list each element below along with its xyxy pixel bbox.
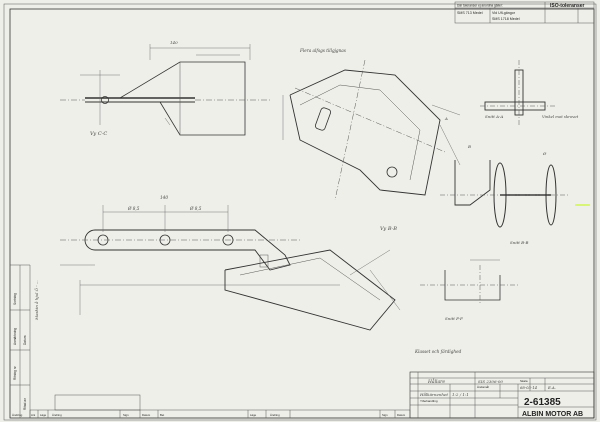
svg-text:A: A [444,116,448,121]
svg-text:B: B [467,144,471,149]
caption-2: Ytbehandling [420,399,438,403]
section-f-geometry [420,259,520,305]
left-strip-line: Ritning nr [13,365,17,380]
svg-text:Ø: Ø [542,151,547,156]
strip-label: Ant [31,413,35,417]
title-block: Ändamål Skala Ytbehandling [409,371,595,419]
left-strip: Sortning Anmärkning Ritning nr Datum Rit… [10,264,31,418]
strip-label: Läge [40,413,47,417]
revision-strip: Ant Läge Ändring Sign Datum Bet Läge Änd… [12,394,411,419]
dim-1: Ø 8,5 [127,206,140,211]
outer-border [3,3,597,421]
sheet-border [9,8,595,419]
note-3: Klasset och färdighed [414,349,462,354]
left-margin-note: Maskin å hjul Ö - ... [34,280,39,321]
hw-scale: 1:2 / 1:1 [452,392,469,397]
std-col-label: Vid Ufl-gängor [492,11,516,15]
svg-text:140: 140 [170,40,178,45]
section-a-geometry [480,60,555,125]
strip-label: Bet [160,413,164,417]
note-2: Vinkel mot skrovet [542,114,579,119]
section-a-label: Snitt A-A [485,114,503,119]
dim-3: 140 [160,195,168,200]
skala-label: Skala [520,379,528,383]
std-line-1: SMS 713 Medel [457,11,483,15]
view-a-label: Vy C-C [90,131,107,137]
std-line-2: SMS 1718 Medel [492,17,520,21]
view-b-geometry: A B [282,59,471,201]
strip-label: Sign [123,413,129,417]
hw-date: 68-03-14 [520,385,538,390]
view-b-label: Vy B-B [380,226,397,232]
plate-geometry [60,205,340,315]
hw-part-ref: SIS 2306-00 [478,379,503,384]
strip-label: Sign [382,413,388,417]
left-strip-line: Datum [23,335,27,345]
strip-label: Datum [397,413,406,417]
arm-geometry [224,249,401,331]
left-strip-line: Ritad av [23,398,27,410]
section-b-label: Snitt B-B [510,240,528,245]
hw-name: Hållare [427,378,445,385]
dim-2: Ø 8,5 [189,206,202,211]
view-a-geometry: 140 [60,40,270,136]
hw-material: Hålkärnenhet [419,392,448,397]
caption-1: Ändamål [477,385,489,389]
tolerance-header: ISO-toleranser [550,3,585,9]
strip-label: Datum [142,413,151,417]
strip-label: Läge [250,413,257,417]
section-f-label: Snitt F-F [445,316,463,321]
drawing-number: 2-61385 [524,397,561,408]
hw-sign: E.A. [547,385,556,390]
strip-label: Ändring [52,413,62,417]
section-b-geometry: Ø [440,151,590,228]
left-strip-line: Sortning [13,293,17,305]
company-name: ALBIN MOTOR AB [522,411,583,418]
revision-label: Ändring [12,413,23,417]
note-1: Flera alfsgs tillgjgnas [299,48,346,53]
tolerance-box: Där toleranser ej anordna gäller: ISO-to… [454,1,595,24]
strip-label: Ändring [270,413,280,417]
left-strip-line: Anmärkning [13,328,17,345]
tolerance-note: Där toleranser ej anordna gäller: [457,4,503,8]
